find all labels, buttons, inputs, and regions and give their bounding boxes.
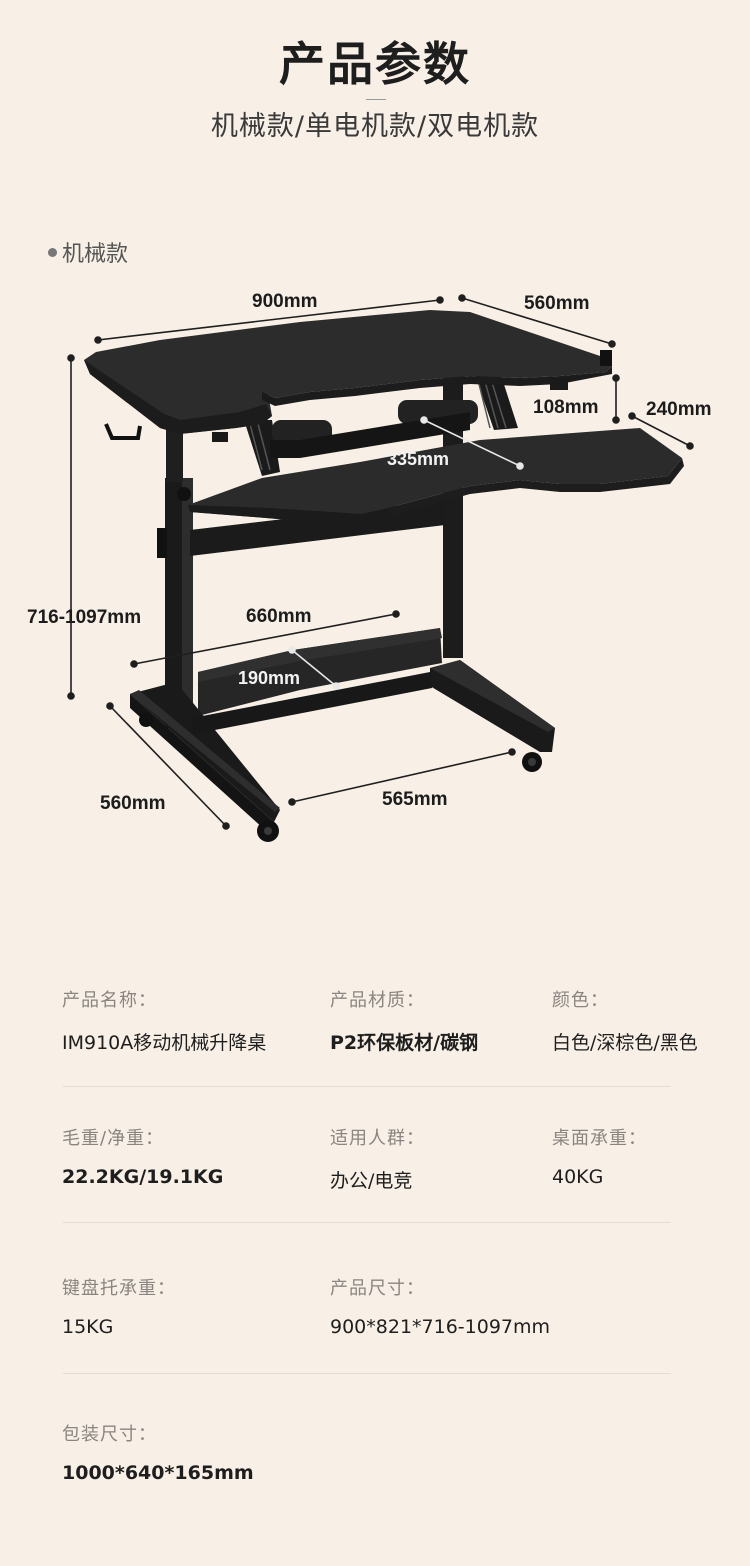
desk-diagram: 900mm 560mm 108mm 240mm 335mm 716-1097mm… [27, 291, 712, 842]
dim-height-range: 716-1097mm [27, 607, 141, 628]
page-title: 产品参数 [279, 37, 471, 91]
spec-value: 22.2KG/19.1KG [62, 1166, 224, 1188]
spec-item: 产品尺寸： 900*821*716-1097mm [330, 1274, 550, 1338]
spec-item: 键盘托承重： 15KG [62, 1274, 176, 1338]
spec-label: 键盘托承重： [62, 1278, 176, 1299]
dim-shelf-depth: 190mm [238, 668, 300, 688]
spec-label: 毛重/净重： [62, 1128, 165, 1149]
spec-divider [63, 1222, 671, 1223]
spec-label: 产品材质： [330, 990, 425, 1011]
spec-item: 包装尺寸： 1000*640*165mm [62, 1420, 254, 1484]
spec-value: 办公/电竞 [330, 1170, 413, 1192]
bullet-dot-icon [48, 247, 57, 257]
dim-riser-height: 108mm [533, 397, 599, 418]
dimension-lines [67, 294, 694, 830]
dim-keyboard-tray: 335mm [387, 449, 449, 469]
spec-item: 产品材质： P2环保板材/碳钢 [330, 986, 478, 1055]
spec-item: 适用人群： 办公/电竞 [330, 1124, 425, 1193]
spec-value: 40KG [552, 1166, 604, 1188]
desk-illustration [84, 310, 684, 842]
dim-base-depth: 560mm [100, 793, 166, 814]
section-label: 机械款 [48, 236, 128, 268]
dim-base-width: 565mm [382, 789, 448, 810]
spec-value: P2环保板材/碳钢 [330, 1032, 479, 1054]
spec-value: 15KG [62, 1316, 114, 1338]
spec-label: 适用人群： [330, 1128, 425, 1149]
spec-value: IM910A移动机械升降桌 [62, 1032, 267, 1054]
page-subtitle: 机械款/单电机款/双电机款 [210, 111, 540, 142]
dim-shelf-width: 660mm [246, 606, 312, 627]
spec-value: 1000*640*165mm [62, 1462, 254, 1484]
spec-item: 毛重/净重： 22.2KG/19.1KG [62, 1124, 223, 1188]
section-label-text: 机械款 [62, 242, 129, 267]
spec-label: 包装尺寸： [62, 1424, 157, 1445]
spec-label: 颜色： [552, 990, 609, 1011]
spec-label: 桌面承重： [552, 1128, 647, 1149]
dimension-lines-inner [288, 416, 524, 690]
spec-label: 产品尺寸： [330, 1278, 425, 1299]
spec-divider [63, 1373, 671, 1374]
spec-item: 桌面承重： 40KG [552, 1124, 647, 1188]
spec-label: 产品名称： [62, 990, 157, 1011]
spec-value: 900*821*716-1097mm [330, 1316, 551, 1338]
dim-top-width: 900mm [252, 291, 318, 312]
spec-item: 产品名称： IM910A移动机械升降桌 [62, 986, 266, 1055]
spec-value: 白色/深棕色/黑色 [552, 1032, 698, 1054]
dim-top-depth: 560mm [524, 293, 590, 314]
spec-item: 颜色： 白色/深棕色/黑色 [552, 986, 698, 1055]
dim-tray-depth: 240mm [646, 399, 712, 420]
spec-divider [63, 1086, 671, 1087]
title-divider [366, 99, 386, 100]
